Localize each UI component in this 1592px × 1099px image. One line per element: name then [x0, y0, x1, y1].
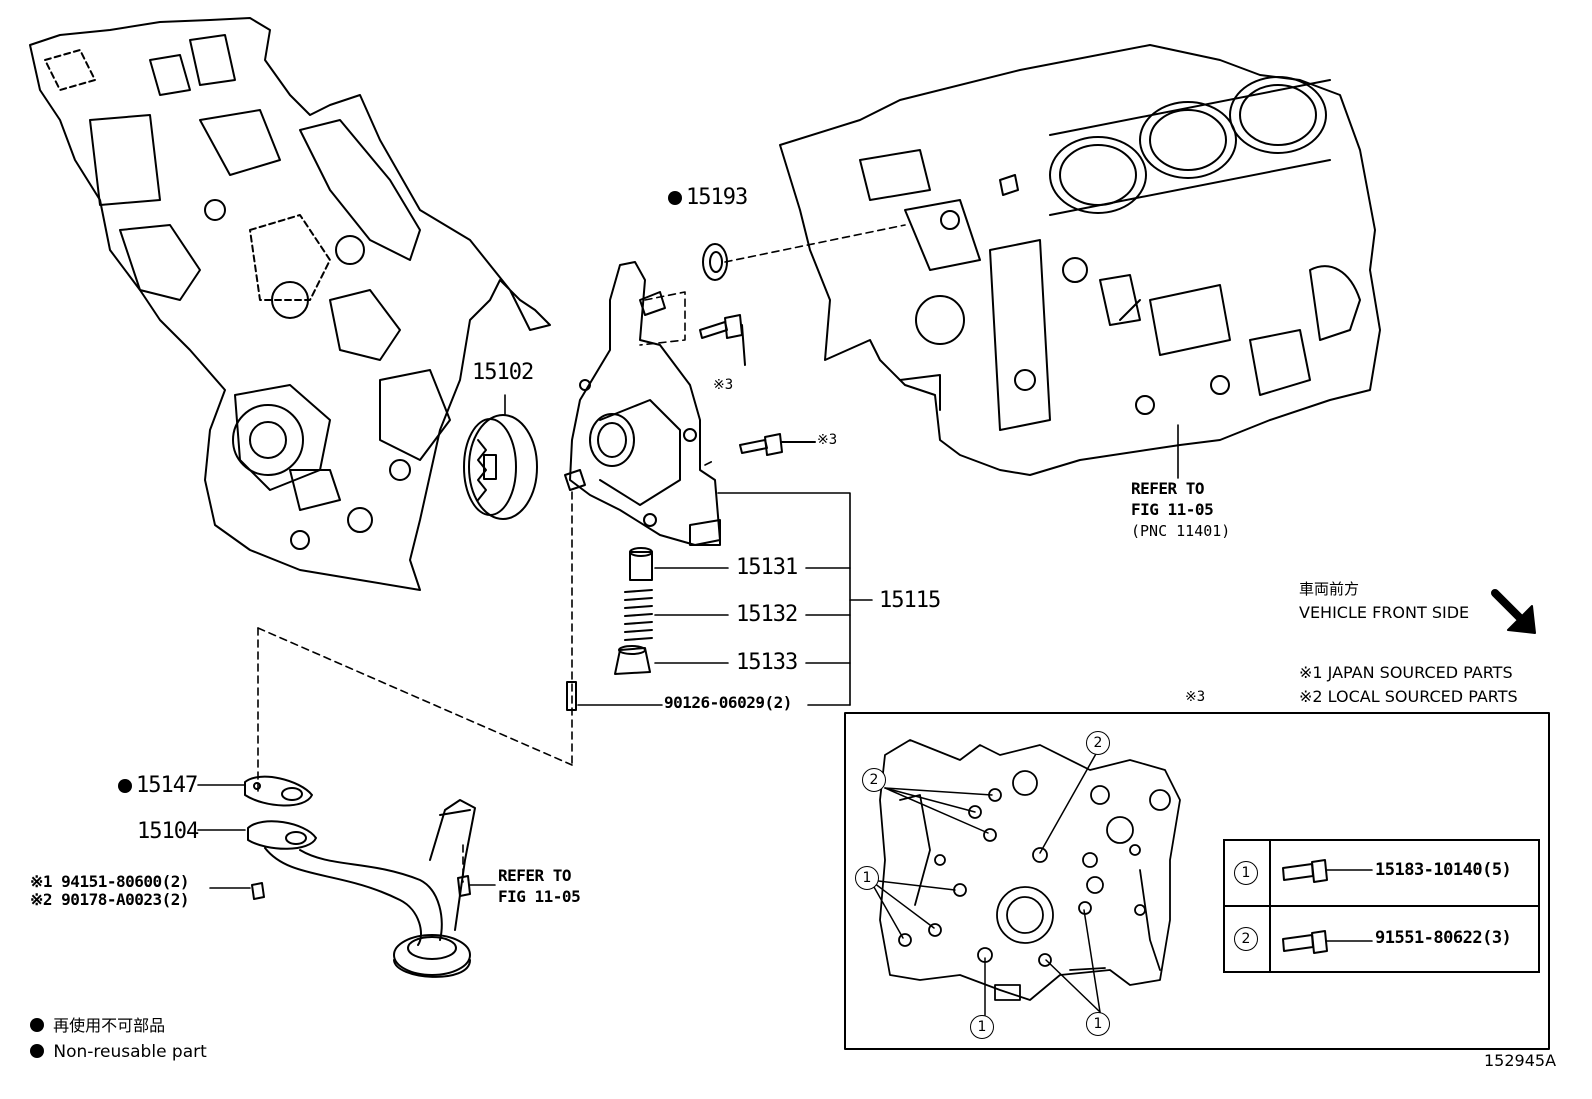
- detail-callout-2-top: 2: [1086, 731, 1110, 755]
- legend-jp-text: 再使用不可部品: [53, 1016, 166, 1035]
- figure-id: 152945A: [1484, 1051, 1557, 1070]
- refer-block-line1: REFER TO: [1131, 479, 1205, 498]
- relief-valve-drawing: [566, 547, 653, 711]
- detail-callout-2-left: 2: [862, 768, 886, 792]
- detail-view-mark: ※3: [1185, 689, 1206, 705]
- detail-callout-1-left: 1: [855, 866, 879, 890]
- pump-bolts-drawing: [699, 314, 816, 456]
- timing-cover-drawing: [29, 17, 551, 591]
- japan-sourced-note: ※1 JAPAN SOURCED PARTS: [1299, 663, 1513, 682]
- part-15131-label: 15131: [736, 555, 798, 580]
- part-15115-label: 15115: [879, 588, 941, 613]
- pump-rotor-drawing: [463, 414, 538, 520]
- part-94151-label: ※1 94151-80600(2): [30, 872, 190, 891]
- bolt-note-mark-upper: ※3: [713, 377, 734, 393]
- detail-leaders: [869, 751, 1101, 1016]
- refer-strainer-line1: REFER TO: [498, 866, 572, 885]
- part-15132-label: 15132: [736, 602, 798, 627]
- gasket-drawing: [244, 775, 313, 807]
- table-row-1-part: 15183-10140(5): [1375, 860, 1512, 880]
- part-15147-label: 15147: [118, 773, 198, 798]
- front-direction-arrow: [1491, 589, 1536, 634]
- refer-block-pnc: (PNC 11401): [1131, 522, 1231, 540]
- legend-dot-icon: [30, 1018, 44, 1032]
- cylinder-block-drawing: [779, 44, 1381, 476]
- vehicle-front-jp: 車両前方: [1299, 580, 1360, 598]
- part-15147-number: 15147: [136, 773, 198, 798]
- legend-dot-icon: [30, 1044, 44, 1058]
- non-reusable-dot-icon: [118, 779, 132, 793]
- table-row-2-number: 2: [1234, 927, 1258, 951]
- part-15193-label: 15193: [668, 185, 748, 210]
- leader-lines: [197, 394, 1179, 889]
- bolt-table: 1 15183-10140(5) 2 91551-80622(3): [1223, 839, 1540, 973]
- detail-callout-1-bottom: 1: [970, 1015, 994, 1039]
- refer-strainer-line2: FIG 11-05: [498, 887, 581, 906]
- non-reusable-dot-icon: [668, 191, 682, 205]
- bolt-note-mark-lower: ※3: [817, 432, 838, 448]
- oil-seal-drawing: [702, 243, 728, 281]
- bolt-table-row-1: 1 15183-10140(5): [1225, 841, 1538, 907]
- part-15104-label: 15104: [137, 819, 199, 844]
- table-bolt-drawings: [1282, 859, 1373, 954]
- detail-box-frame: [844, 712, 1550, 1050]
- part-15193-number: 15193: [686, 185, 748, 210]
- vehicle-front-en: VEHICLE FRONT SIDE: [1299, 603, 1470, 622]
- part-90126-label: 90126-06029(2): [664, 693, 792, 712]
- part-90178-label: ※2 90178-A0023(2): [30, 890, 190, 909]
- local-sourced-note: ※2 LOCAL SOURCED PARTS: [1299, 687, 1518, 706]
- detail-cover-drawing: [879, 739, 1181, 1001]
- legend-en-text: Non-reusable part: [53, 1042, 207, 1062]
- oil-strainer-drawing: [247, 799, 476, 978]
- oil-pump-body-drawing: [564, 261, 721, 546]
- part-15133-label: 15133: [736, 650, 798, 675]
- legend-non-reusable-en: Non-reusable part: [30, 1044, 207, 1061]
- alignment-lines: [257, 224, 906, 883]
- bolt-table-row-2: 2 91551-80622(3): [1225, 907, 1538, 971]
- table-row-2-part: 91551-80622(3): [1375, 928, 1512, 948]
- legend-non-reusable-jp: 再使用不可部品: [30, 1018, 165, 1034]
- part-15102-label: 15102: [472, 360, 534, 385]
- refer-block-line2: FIG 11-05: [1131, 500, 1214, 519]
- table-row-1-number: 1: [1234, 861, 1258, 885]
- detail-callout-1-right: 1: [1086, 1012, 1110, 1036]
